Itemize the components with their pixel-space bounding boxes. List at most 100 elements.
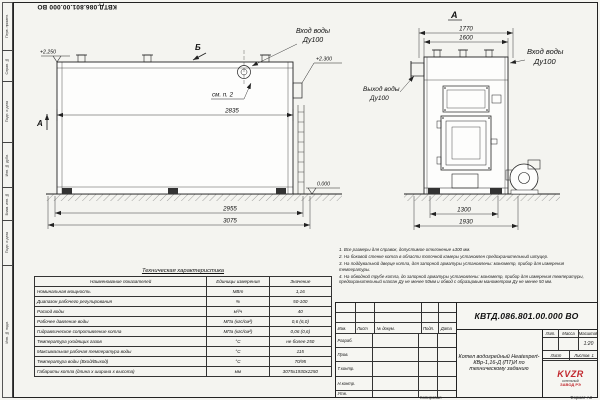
header-units: Единицы измерения xyxy=(206,276,270,287)
support-pad xyxy=(168,188,178,194)
col-docnum: № докум. xyxy=(375,323,422,333)
door-hinge xyxy=(436,156,442,165)
title-block-main: КВТД.086.801.00.000 ВО Котел водогрейный… xyxy=(456,303,598,397)
sight-glass xyxy=(491,94,502,104)
section-a-label: А xyxy=(36,119,43,128)
scale-label: Масштаб xyxy=(579,330,598,336)
change-row xyxy=(336,313,456,323)
front-view xyxy=(404,49,560,201)
flue-stub xyxy=(292,82,303,99)
table-row: Диапазон рабочего регулирования%50-100 xyxy=(33,296,333,307)
elevation-0-label: 0.000 xyxy=(317,182,330,188)
logo-kvzr: KVZR xyxy=(557,368,584,379)
boiler-body-front xyxy=(423,56,509,195)
support-pad xyxy=(62,188,72,194)
tech-table: Наименование показателей Единицы измерен… xyxy=(33,276,333,377)
col-izm: Изм. xyxy=(336,323,356,333)
dim-3075-label: 3075 xyxy=(223,218,237,225)
elevation-2250-label: +2.250 xyxy=(40,50,56,56)
role-label: Утв. xyxy=(336,390,373,397)
scale-value: 1:20 xyxy=(583,341,594,347)
sheets-value: 1 xyxy=(591,353,594,358)
signature-header-row: Изм. Лист № докум. Подп. Дата xyxy=(336,323,456,334)
frame-column-box: Подп. и дата xyxy=(2,82,13,143)
role-row: Т.контр. xyxy=(336,362,456,377)
fan-motor xyxy=(527,159,541,170)
fan-base xyxy=(510,189,539,195)
note-item: 4. На обводной трубе котла, до запорной … xyxy=(339,273,584,285)
role-row: Утв. xyxy=(336,390,456,397)
frame-column-box: Инв. № дубл. xyxy=(2,143,13,188)
top-fitting xyxy=(77,54,86,63)
front-inlet-label-line2: Ду100 xyxy=(533,57,556,66)
title-block-misc: Лит. Масса Масштаб 1:20 Лист Листов 1 xyxy=(542,329,598,397)
role-label: Разраб. xyxy=(336,334,373,348)
technical-characteristics: Техническая характеристика Наименование … xyxy=(33,268,333,377)
frame-column-box: Перв. примен. xyxy=(2,2,13,51)
lit-label: Лит. xyxy=(543,329,559,337)
top-fitting xyxy=(485,49,493,58)
role-row: Пров. xyxy=(336,348,456,363)
frame-column-box: Взам. инв. № xyxy=(2,188,13,221)
top-fitting xyxy=(261,54,270,63)
dim-1770-label: 1770 xyxy=(459,26,473,33)
sheets-label: Листов xyxy=(574,353,590,358)
role-label: Пров. xyxy=(336,348,373,362)
frame-column-box: Инв. № подл. xyxy=(2,266,13,398)
sheet-label: Лист xyxy=(543,351,570,360)
mass-label: Масса xyxy=(559,329,579,337)
draft-fan xyxy=(509,163,539,193)
top-fitting xyxy=(433,49,441,58)
outlet-label-line2: Ду100 xyxy=(369,95,389,102)
support-pad xyxy=(276,188,286,194)
note-item: 2. На боковой стенке котла в области топ… xyxy=(339,254,549,259)
company-logo: KVZR котельный ЗАВОД РЭ xyxy=(543,358,598,398)
table-row: Габариты котла (длина х ширина х высота)… xyxy=(33,366,333,377)
table-title: Техническая характеристика xyxy=(141,268,225,274)
dim-1300-label: 1300 xyxy=(457,207,471,214)
title-block: Изм. Лист № докум. Подп. Дата Разраб. Пр… xyxy=(335,302,598,398)
front-inlet-label-line1: Вход воды xyxy=(527,47,564,56)
water-outlet-stub xyxy=(410,62,425,77)
frame-column-box: Справ. № xyxy=(2,51,13,82)
view-arrow-b-label: Б xyxy=(195,43,201,52)
document-number: КВТД.086.801.00.000 ВО xyxy=(456,303,597,330)
col-podp: Подп. xyxy=(422,323,440,333)
role-label: Н.контр. xyxy=(336,376,373,390)
product-title: Котел водогрейный Heatexpert-КВр-1,16-Д … xyxy=(458,354,540,372)
top-fitting xyxy=(143,54,152,63)
role-row: Разраб. xyxy=(336,334,456,349)
front-view-dimensions xyxy=(399,19,526,230)
col-list: Лист xyxy=(356,323,375,333)
change-row xyxy=(336,303,456,313)
see-note-label: см. п. 2 xyxy=(212,92,234,99)
logo-subtitle-1: котельный xyxy=(562,378,579,383)
left-view-dimensions xyxy=(41,43,342,229)
copied-label: Копировал xyxy=(420,395,442,400)
table-header-row: Наименование показателей Единицы измерен… xyxy=(33,276,333,287)
top-fitting xyxy=(459,49,467,58)
support-pad xyxy=(428,188,440,194)
dim-1930-label: 1930 xyxy=(459,219,473,226)
header-name: Наименование показателей xyxy=(33,276,208,287)
misc-header-row: Лит. Масса Масштаб xyxy=(543,329,598,338)
misc-value-row: 1:20 xyxy=(543,338,598,351)
title-block-signatures: Изм. Лист № докум. Подп. Дата Разраб. Пр… xyxy=(336,303,457,397)
elevation-2300-label: +2.300 xyxy=(316,57,332,63)
role-row: Н.контр. xyxy=(336,376,456,391)
upper-door xyxy=(442,85,490,113)
dim-2955-label: 2955 xyxy=(222,206,237,213)
outlet-label-line1: Выход воды xyxy=(363,85,400,93)
dim-1600-label: 1600 xyxy=(459,35,473,42)
format-label: Формат А3 xyxy=(570,395,592,400)
note-item: 1. Все размеры для справок, допустимое о… xyxy=(339,247,471,252)
boiler-body-side xyxy=(56,61,294,195)
view-a-label: А xyxy=(450,10,458,20)
